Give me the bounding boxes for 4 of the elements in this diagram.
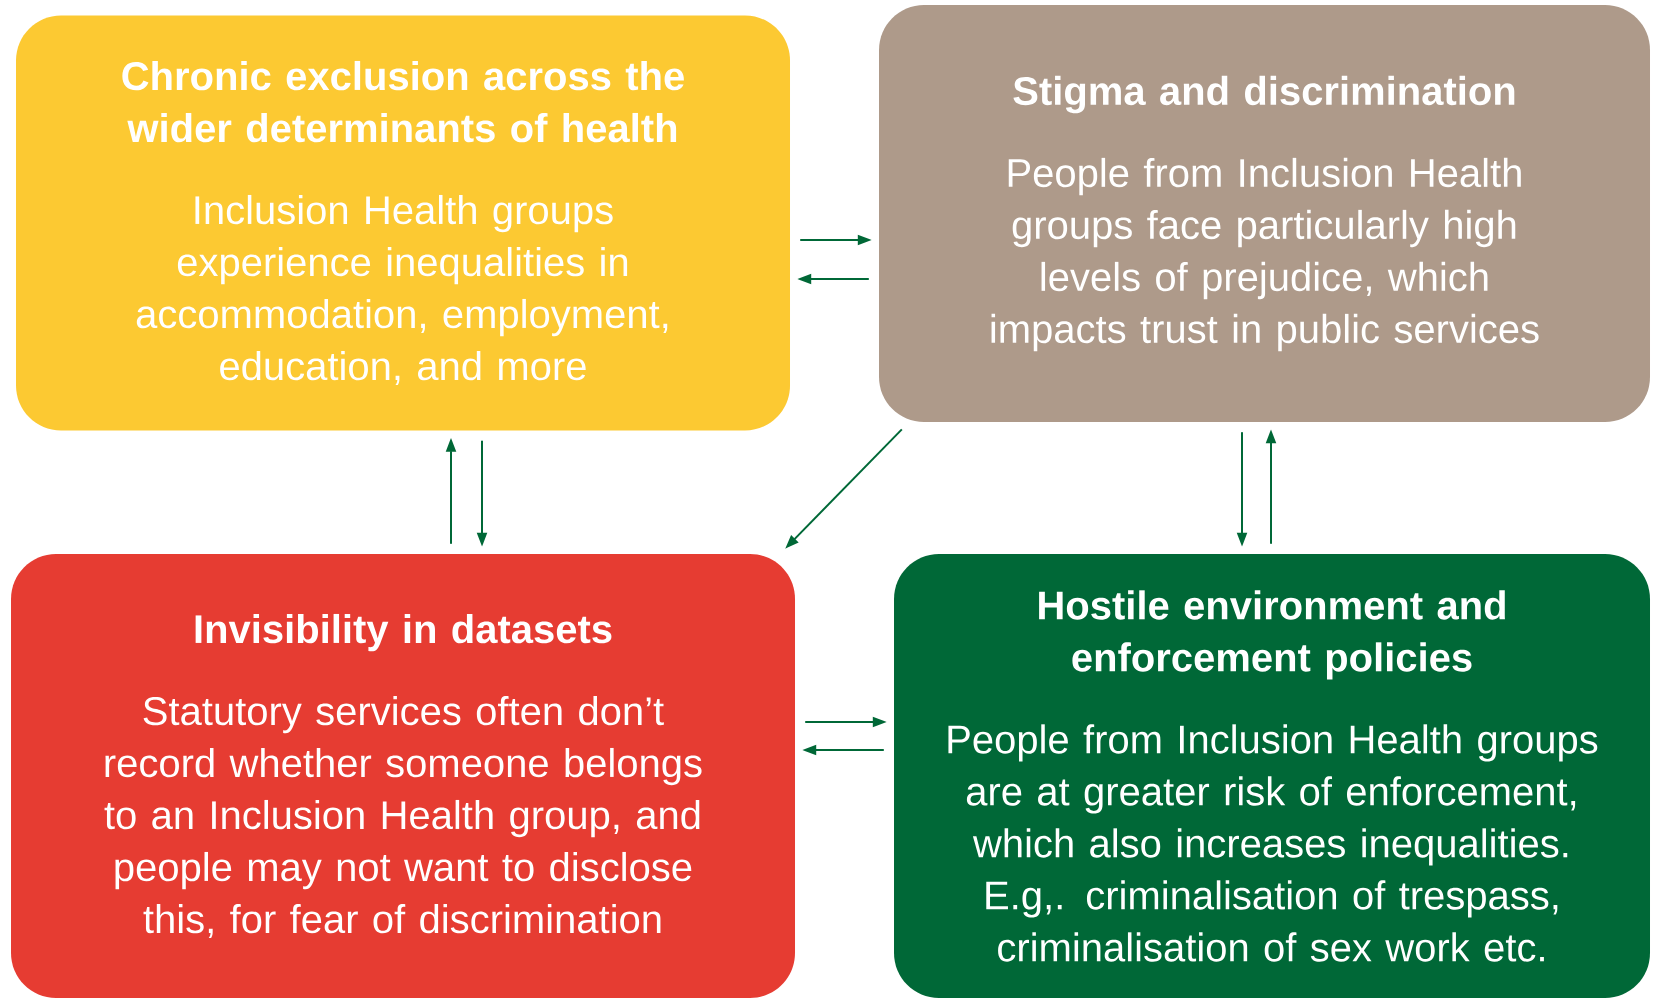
text-box: Chronic exclusion across the wider determinants of health Inclusion Health groups experience inequalities in accommodation, employment, education, and more <box>16 15 790 431</box>
text-box: Hostile environment and enforcement policies People from Inclusion Health groups are at greater risk of enforcement, which also increases inequalities. E.g,. criminalisation of trespass, criminalisation of sex work etc. <box>894 554 1650 998</box>
text-box: Invisibility in datasets Statutory services often don’t record whether someone belongs to an Inclusion Health group, and people may not want to disclose this, for fear of discrimination <box>11 554 795 998</box>
text-box: Stigma and discrimination People from Inclusion Health groups face particularly high levels of prejudice, which impacts trust in public services <box>879 5 1650 422</box>
